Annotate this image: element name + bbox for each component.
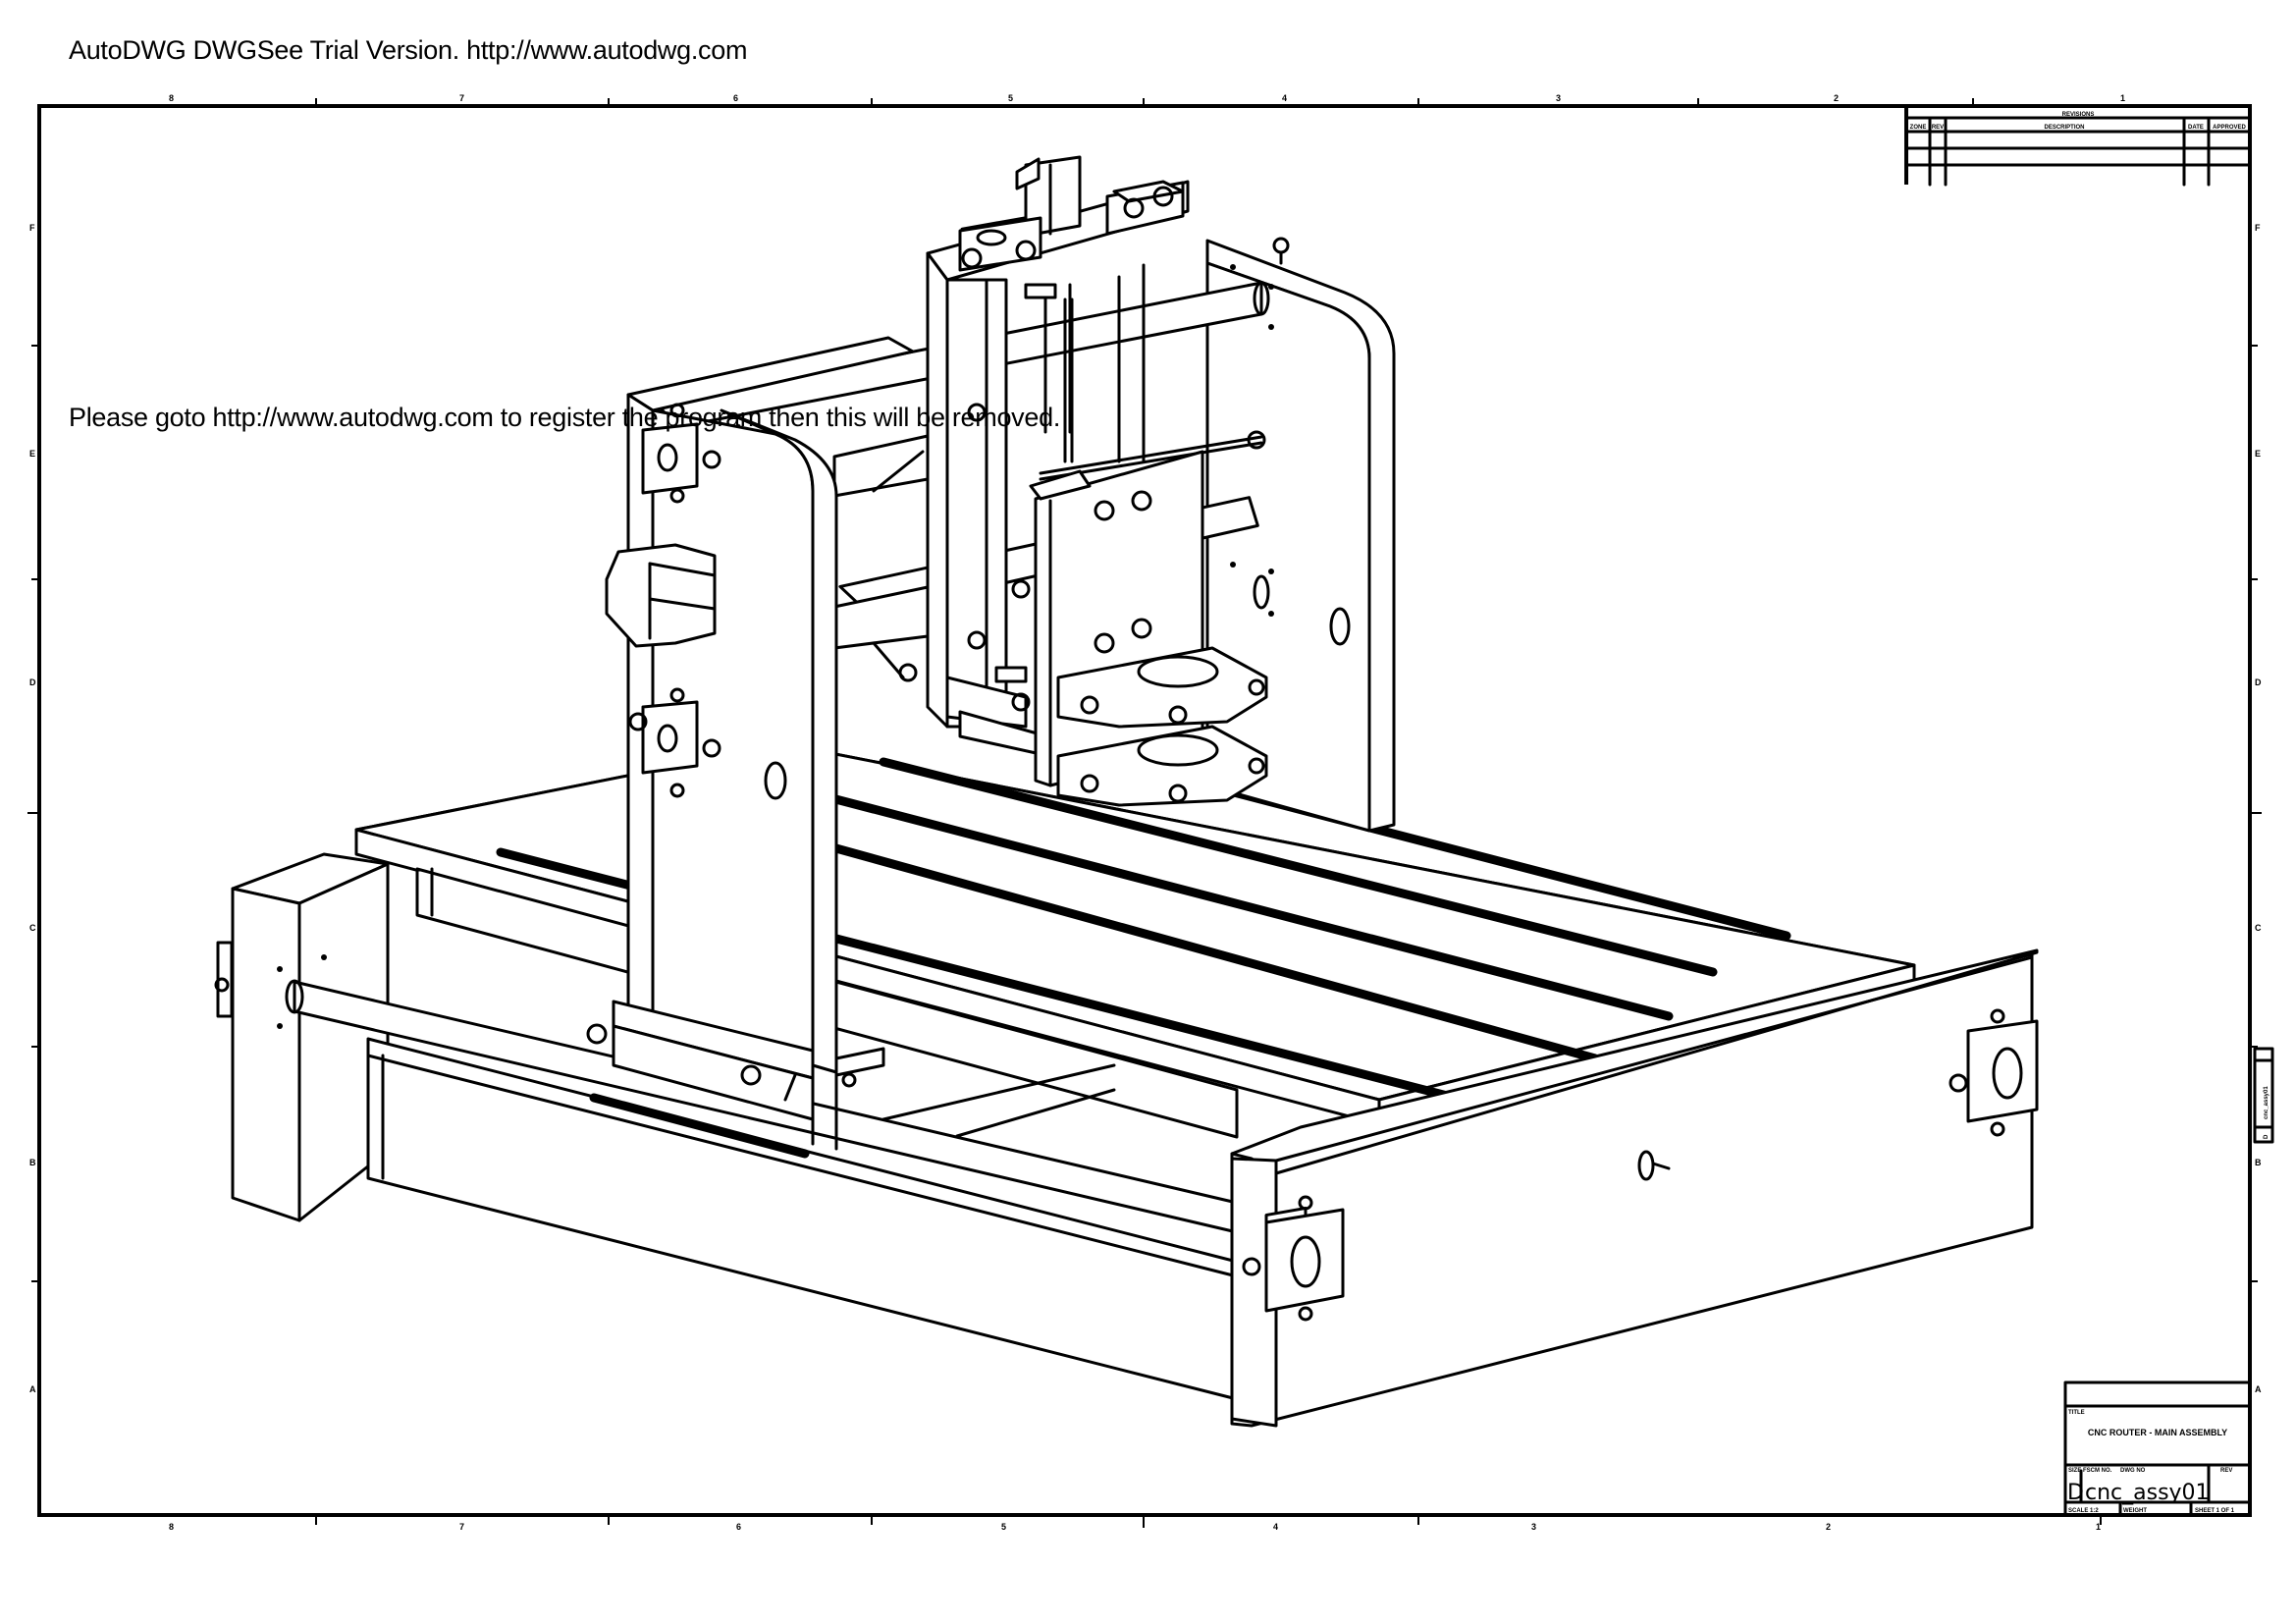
zone-ticks-top [315,98,1974,106]
zone-label-bottom: 5 [1001,1522,1006,1532]
zone-label-bottom: 2 [1826,1522,1831,1532]
bearing-block [1242,1195,1345,1322]
zone-label-bottom: 3 [1531,1522,1536,1532]
lead-screw [589,1093,810,1159]
zone-label-top: 6 [733,93,738,103]
spindle-clamp [1056,646,1268,729]
side-tag: cnc_assy01 D [2253,1047,2274,1144]
zone-label-left: F [29,223,35,233]
zone-label-left: A [29,1384,36,1394]
bearing-block [641,403,721,504]
zone-label-top: 5 [1008,93,1013,103]
zone-ticks-sides [27,345,2262,1282]
zone-labels-left: F E D C B A [29,223,36,1394]
revision-table-title: REVISIONS [2062,112,2095,118]
t-slot [879,757,1718,977]
title-label: TITLE [2068,1410,2085,1416]
cnc-router-assembly [214,155,2039,1428]
bearing-block [628,687,721,798]
zone-label-top: 7 [459,93,464,103]
zone-label-bottom: 8 [169,1522,174,1532]
zone-label-top: 3 [1556,93,1561,103]
zone-label-left: B [29,1158,36,1167]
dwg-no-label: DWG NO [2120,1468,2146,1474]
zone-label-bottom: 4 [1273,1522,1278,1532]
side-tag-size: D [2264,1134,2269,1139]
zone-label-right: C [2255,923,2262,933]
zone-label-top: 8 [169,93,174,103]
fscm-label: FSCM NO. [2083,1468,2112,1474]
revision-table: REVISIONS ZONE REV DESCRIPTION DATE APPR… [1904,106,2252,187]
zone-label-bottom: 7 [459,1522,464,1532]
zone-labels-top: 8 7 6 5 4 3 2 1 [169,93,2125,103]
drawing-number: cnc_assy01 [2085,1481,2210,1505]
zone-labels-right: F E D C B A [2255,223,2262,1394]
zone-label-left: C [29,923,36,933]
zone-ticks-bottom [315,1515,2102,1528]
y-stepper-motor [605,543,717,648]
zone-label-top: 1 [2120,93,2125,103]
scale-label: SCALE 1:2 [2068,1508,2099,1514]
knob [1637,1150,1671,1181]
zone-label-top: 2 [1834,93,1839,103]
side-tag-dwg-no: cnc_assy01 [2264,1086,2269,1119]
sheet-label: SHEET 1 OF 1 [2195,1508,2235,1514]
bearing-block [1949,1008,2039,1137]
zone-label-right: A [2255,1384,2262,1394]
zone-label-top: 4 [1282,93,1287,103]
zone-label-right: B [2255,1158,2262,1167]
zone-label-right: D [2255,677,2262,687]
zone-label-right: E [2255,449,2261,459]
revision-col-header: DATE [2188,125,2204,131]
spindle-clamp [1056,725,1268,807]
revision-col-header: APPROVED [2213,125,2246,131]
revision-col-header: DESCRIPTION [2044,125,2084,131]
z-stepper-motor [958,155,1185,272]
zone-label-left: D [29,677,36,687]
size-label: SIZE [2068,1468,2081,1474]
base-right-end-plate [1230,948,2039,1428]
register-notice: Please goto http://www.autodwg.com to re… [69,403,1061,432]
zone-label-bottom: 1 [2096,1522,2101,1532]
sheet-size: D [2067,1481,2084,1505]
weight-label: WEIGHT [2123,1508,2147,1514]
zone-label-left: E [29,449,35,459]
zone-label-right: F [2255,223,2261,233]
title-block: TITLE CNC ROUTER - MAIN ASSEMBLY SIZE FS… [2063,1380,2252,1517]
gantry-foot [586,1000,1116,1151]
revision-col-header: ZONE [1910,125,1927,131]
drawing-title: CNC ROUTER - MAIN ASSEMBLY [2088,1428,2227,1437]
trial-banner: AutoDWG DWGSee Trial Version. http://www… [69,35,748,65]
zone-labels-bottom: 8 7 6 5 4 3 2 1 [169,1522,2101,1532]
bolt [1272,237,1290,265]
t-slot [682,802,1600,1063]
base-left-end-plate [214,852,390,1222]
t-slot [771,779,1674,1021]
rev-label: REV [2220,1468,2232,1474]
gantry-left-side-plate [605,393,838,1074]
revision-col-header: REV [1932,125,1944,131]
zone-label-bottom: 6 [736,1522,741,1532]
